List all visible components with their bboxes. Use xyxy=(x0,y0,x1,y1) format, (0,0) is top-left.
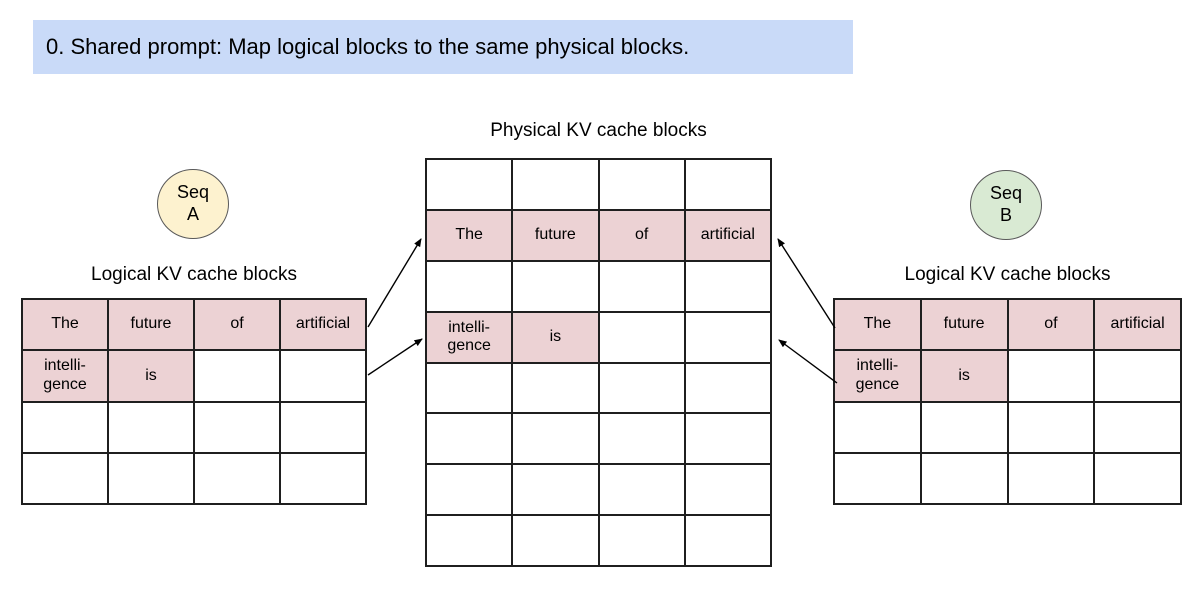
title-text: 0. Shared prompt: Map logical blocks to … xyxy=(46,34,690,59)
physical-kv-table-cell-r3c2 xyxy=(598,311,685,363)
physical-kv-table-cell-r7c0 xyxy=(426,515,513,566)
logical-a-table-cell-r0c2: of xyxy=(194,299,280,351)
physical-kv-table-cell-r1c2: of xyxy=(598,209,685,261)
logical-a-table-cell-r0c0: The xyxy=(22,299,108,351)
seq-a-label: Seq A xyxy=(176,182,210,224)
physical-kv-table-cell-r0c2 xyxy=(598,159,685,210)
logical-a-table-cell-r1c3 xyxy=(280,350,366,402)
logical-a-table-cell-r3c0 xyxy=(22,452,108,504)
arrow-seq-a-block0 xyxy=(367,238,422,328)
physical-kv-table-cell-r6c0 xyxy=(426,464,513,516)
logical-b-table-cell-r3c0 xyxy=(834,452,921,504)
title-banner: 0. Shared prompt: Map logical blocks to … xyxy=(33,20,853,74)
physical-table-title: Physical KV cache blocks xyxy=(490,120,707,141)
physical-kv-table-cell-r4c2 xyxy=(598,362,685,414)
physical-kv-table-cell-r1c0: The xyxy=(426,209,513,261)
physical-kv-table-cell-r2c2 xyxy=(598,260,685,312)
physical-kv-table-cell-r0c0 xyxy=(426,159,513,210)
logical-b-table-cell-r2c2 xyxy=(1007,401,1095,453)
physical-kv-table-cell-r5c2 xyxy=(598,413,685,465)
logical-b-table-cell-r3c1 xyxy=(920,452,1008,504)
logical-b-table-cell-r1c2 xyxy=(1007,350,1095,402)
physical-kv-table-cell-r4c3 xyxy=(684,362,771,414)
seq-b-label: Seq B xyxy=(989,183,1023,225)
logical-b-table-cell-r0c0: The xyxy=(834,299,921,351)
logical-b-table-cell-r1c3 xyxy=(1094,350,1181,402)
physical-kv-table-cell-r7c2 xyxy=(598,515,685,566)
logical-a-table-cell-r2c1 xyxy=(108,401,194,453)
logical-b-table-cell-r0c1: future xyxy=(920,299,1008,351)
logical-a-table-cell-r0c1: future xyxy=(108,299,194,351)
logical-b-table-cell-r3c3 xyxy=(1094,452,1181,504)
logical-b-table-cell-r1c1: is xyxy=(920,350,1008,402)
logical-b-table-cell-r0c3: artificial xyxy=(1094,299,1181,351)
logical-a-table-cell-r2c2 xyxy=(194,401,280,453)
logical-b-table-cell-r1c0: intelli- gence xyxy=(834,350,921,402)
logical-a-table-cell-r2c0 xyxy=(22,401,108,453)
physical-kv-table-cell-r7c1 xyxy=(512,515,599,566)
logical-a-table-cell-r2c3 xyxy=(280,401,366,453)
physical-kv-table-cell-r3c0: intelli- gence xyxy=(426,311,513,363)
physical-kv-table-cell-r6c1 xyxy=(512,464,599,516)
logical-b-table-cell-r2c1 xyxy=(920,401,1008,453)
logical-a-table-cell-r3c1 xyxy=(108,452,194,504)
physical-kv-table-cell-r5c1 xyxy=(512,413,599,465)
logical-a-table-cell-r3c2 xyxy=(194,452,280,504)
arrow-seq-a-block1 xyxy=(367,338,423,376)
physical-kv-table-cell-r5c3 xyxy=(684,413,771,465)
logical-a-table-title: Logical KV cache blocks xyxy=(91,264,297,285)
physical-kv-table-cell-r3c3 xyxy=(684,311,771,363)
logical-a-table-cell-r1c0: intelli- gence xyxy=(22,350,108,402)
logical-a-table-cell-r1c1: is xyxy=(108,350,194,402)
physical-kv-table-cell-r1c1: future xyxy=(512,209,599,261)
logical-b-table-cell-r2c3 xyxy=(1094,401,1181,453)
logical-a-table-cell-r3c3 xyxy=(280,452,366,504)
physical-kv-table-cell-r6c3 xyxy=(684,464,771,516)
physical-kv-table-cell-r0c1 xyxy=(512,159,599,210)
logical-a-table-cell-r0c3: artificial xyxy=(280,299,366,351)
physical-kv-table-cell-r5c0 xyxy=(426,413,513,465)
physical-kv-table-cell-r2c3 xyxy=(684,260,771,312)
logical-b-table-cell-r2c0 xyxy=(834,401,921,453)
logical-b-table-cell-r0c2: of xyxy=(1007,299,1095,351)
seq-a-badge: Seq A xyxy=(157,169,229,239)
physical-kv-table-cell-r4c0 xyxy=(426,362,513,414)
physical-kv-table-cell-r4c1 xyxy=(512,362,599,414)
physical-kv-table-cell-r7c3 xyxy=(684,515,771,566)
physical-kv-table-cell-r1c3: artificial xyxy=(684,209,771,261)
seq-b-badge: Seq B xyxy=(970,170,1042,240)
physical-kv-table-cell-r3c1: is xyxy=(512,311,599,363)
physical-kv-table-cell-r6c2 xyxy=(598,464,685,516)
arrow-seq-b-block0 xyxy=(777,238,836,329)
physical-kv-table-cell-r2c1 xyxy=(512,260,599,312)
physical-kv-table-cell-r2c0 xyxy=(426,260,513,312)
physical-kv-table-cell-r0c3 xyxy=(684,159,771,210)
logical-b-table-cell-r3c2 xyxy=(1007,452,1095,504)
logical-b-table-title: Logical KV cache blocks xyxy=(904,264,1111,285)
arrow-seq-b-block1 xyxy=(778,339,838,384)
logical-a-table-cell-r1c2 xyxy=(194,350,280,402)
